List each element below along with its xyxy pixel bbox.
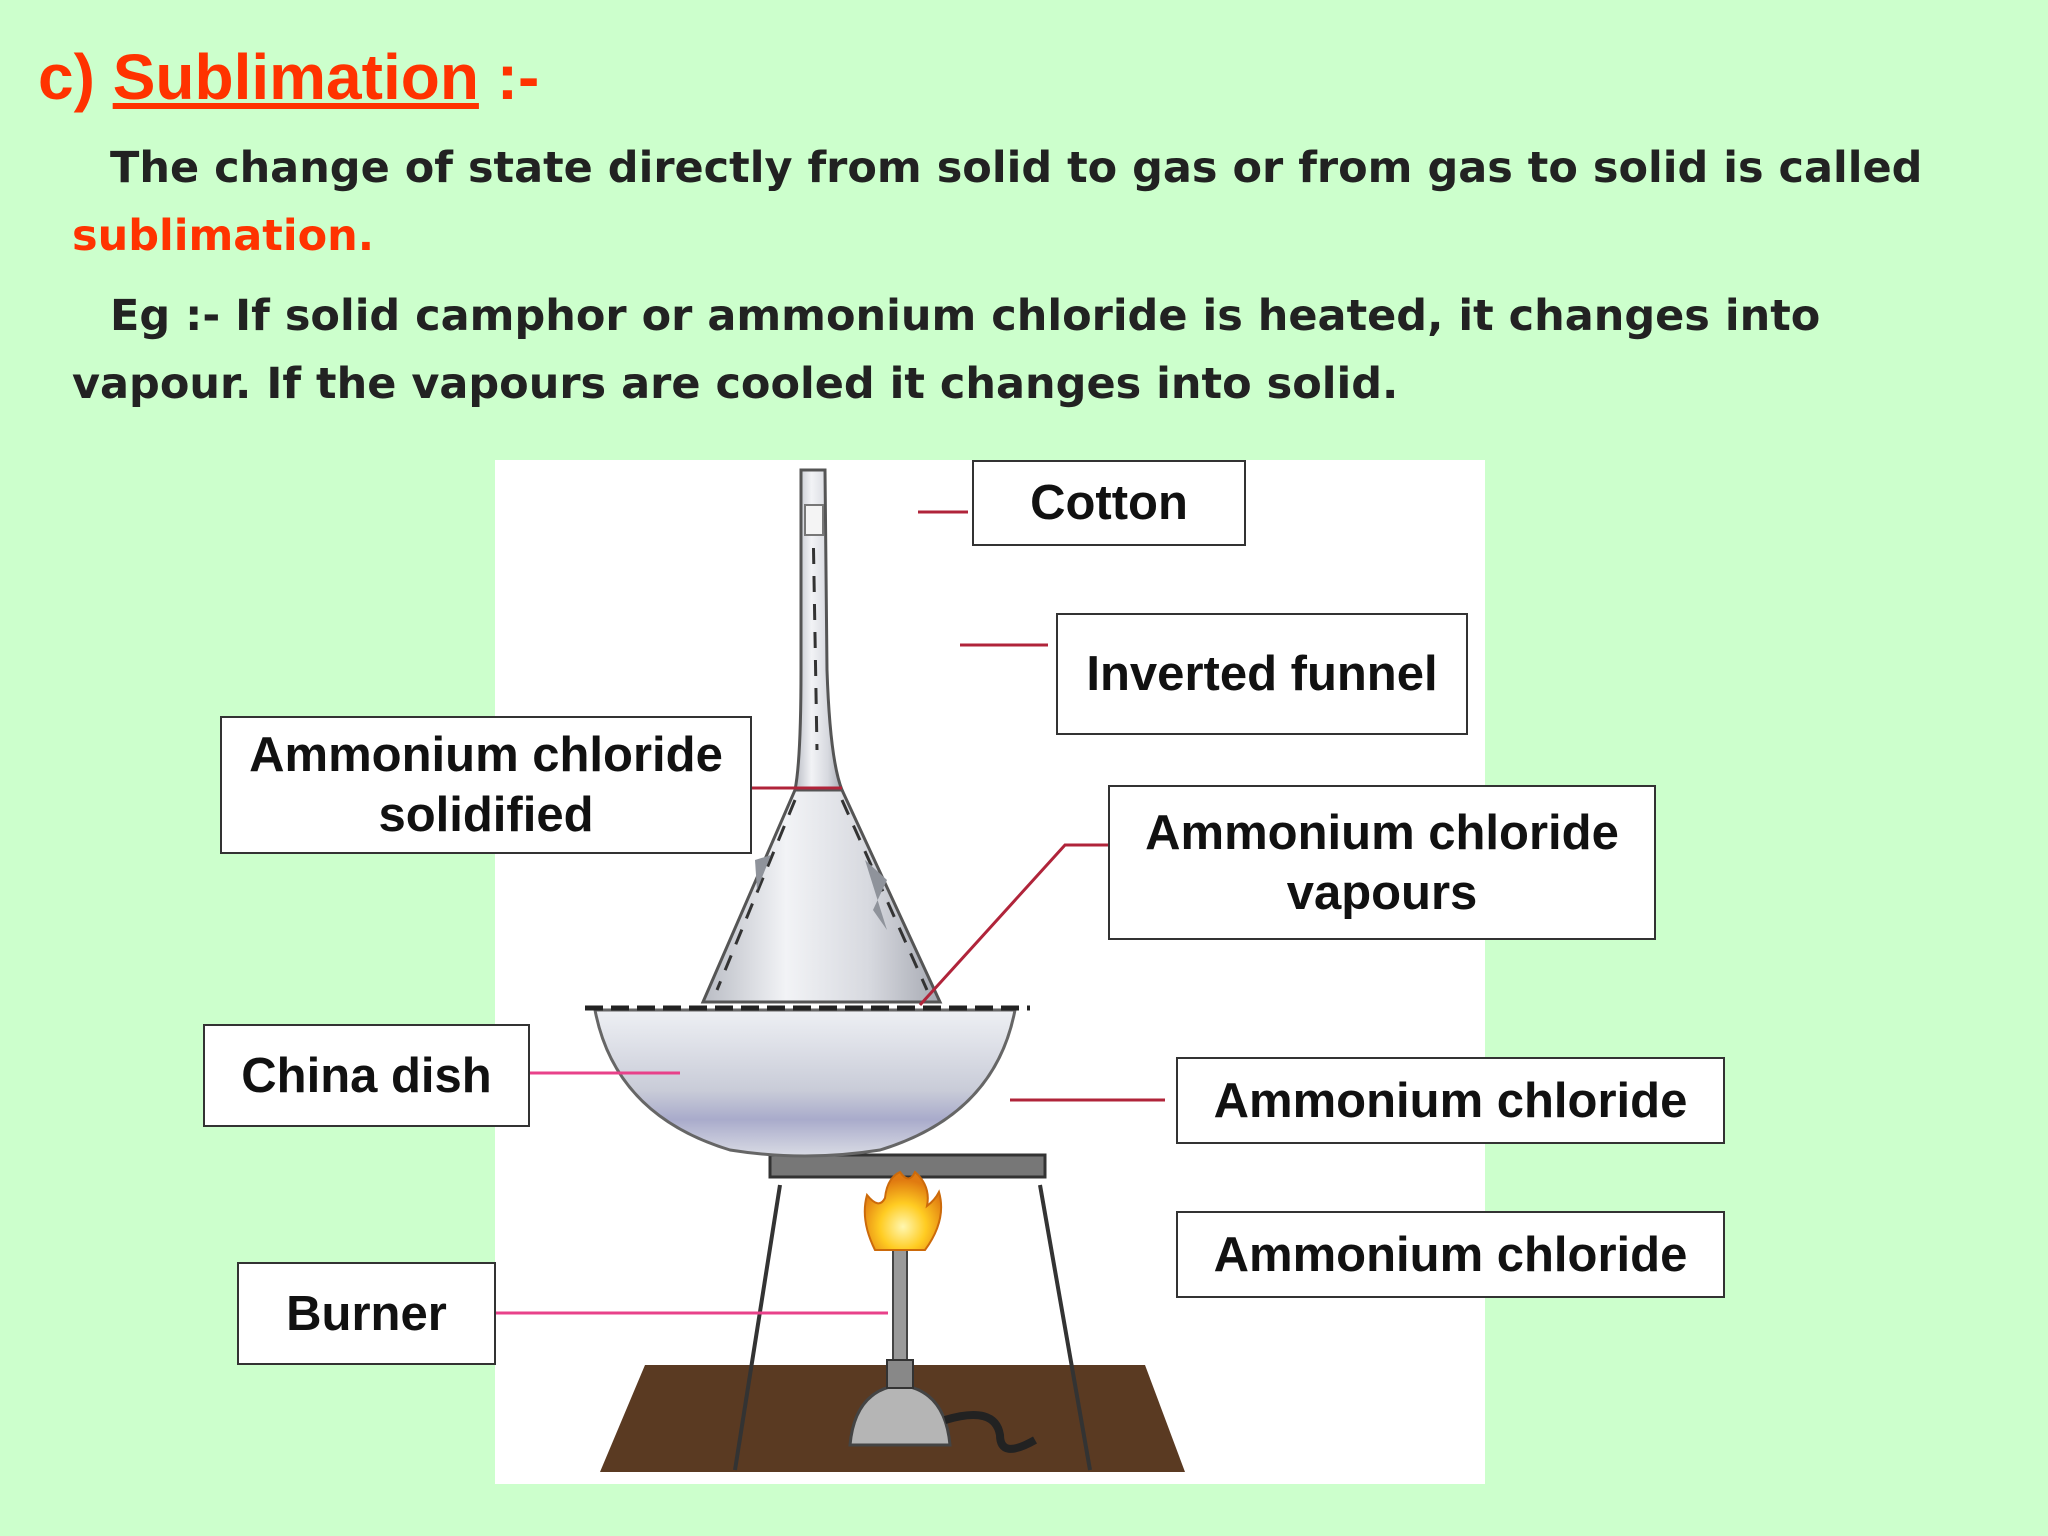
- slide-heading: c) Sublimation :-: [38, 40, 539, 114]
- funnel-cone-dash-left: [715, 799, 797, 991]
- cotton-plug: [804, 504, 824, 536]
- solid-deposit-left: [755, 855, 771, 890]
- heading-title: Sublimation: [112, 41, 479, 113]
- funnel-cone-dash-right: [840, 799, 929, 991]
- definition-term: sublimation.: [72, 211, 375, 261]
- label-china-dish: China dish: [203, 1024, 530, 1127]
- solid-deposit-right: [865, 860, 887, 930]
- definition-paragraph: The change of state directly from solid …: [72, 134, 2002, 270]
- label-ammonium-chloride-repeat: Ammonium chloride: [1176, 1211, 1725, 1298]
- label-cotton: Cotton: [972, 460, 1246, 546]
- tripod-leg-left: [733, 1184, 782, 1471]
- funnel-stem-dashes: [811, 519, 819, 751]
- label-ammonium-chloride-solidified: Ammonium chloride solidified: [220, 716, 752, 854]
- tripod-leg-right: [1038, 1184, 1092, 1471]
- gas-tube: [943, 1411, 1037, 1453]
- label-burner: Burner: [237, 1262, 496, 1365]
- definition-text: The change of state directly from solid …: [110, 143, 1923, 193]
- flame: [863, 1170, 943, 1251]
- heading-prefix: c): [38, 41, 95, 113]
- funnel-stem: [793, 468, 845, 792]
- china-dish-bowl: [593, 1008, 1017, 1158]
- sublimation-apparatus: [585, 468, 1185, 1472]
- example-paragraph: Eg :- If solid camphor or ammonium chlor…: [72, 291, 1821, 409]
- tripod-top: [768, 1153, 1047, 1179]
- heading-suffix: :-: [496, 41, 540, 113]
- label-ammonium-chloride: Ammonium chloride: [1176, 1057, 1725, 1144]
- label-inverted-funnel: Inverted funnel: [1056, 613, 1468, 735]
- label-ammonium-chloride-vapours: Ammonium chloride vapours: [1108, 785, 1656, 940]
- burner-collar: [886, 1359, 914, 1389]
